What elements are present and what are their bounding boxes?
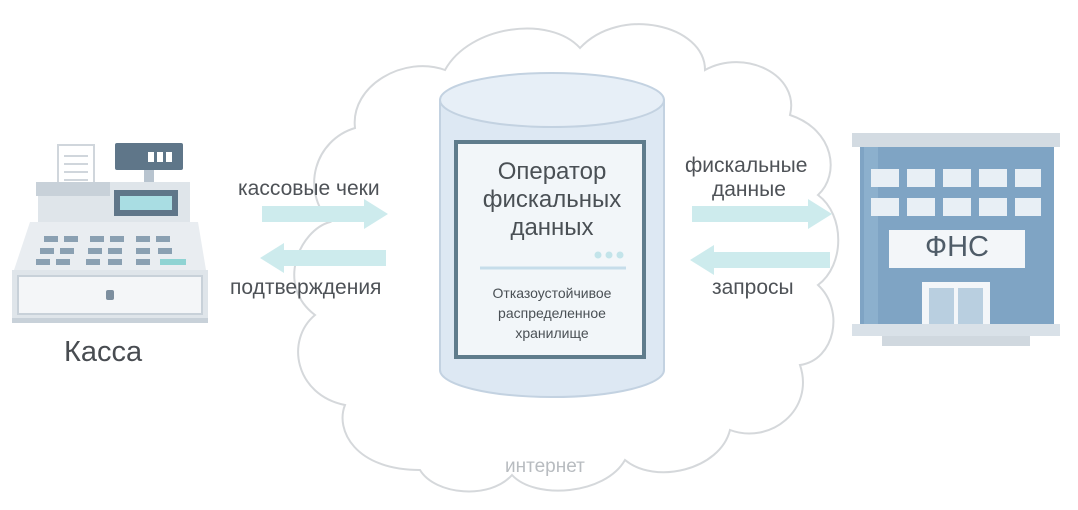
edge-label-kassa-to-ofd: кассовые чеки <box>238 177 380 200</box>
operator-subtitle-line: Отказоустойчивое <box>492 285 612 301</box>
operator-title-line: данных <box>510 214 594 241</box>
edge-label-ofd-to-kassa: подтверждения <box>230 276 382 299</box>
kassa-label: Касса <box>64 336 143 368</box>
fns-building-icon <box>852 133 1060 346</box>
arrow-ofd-to-kassa <box>260 243 386 273</box>
internet-label: интернет <box>505 456 585 477</box>
arrow-kassa-to-ofd <box>262 199 388 229</box>
edge-label-fns-to-ofd: запросы <box>712 276 794 299</box>
fns-label: ФНС <box>925 231 989 263</box>
edge-label-ofd-to-fns-line1: фискальные <box>685 154 808 177</box>
operator-title: Оператор фискальных данных <box>460 158 644 242</box>
operator-panel <box>454 140 646 359</box>
operator-subtitle-line: распределенное <box>498 305 606 321</box>
arrow-fns-to-ofd <box>690 245 830 275</box>
operator-subtitle-line: хранилище <box>515 325 589 341</box>
edge-label-ofd-to-fns-line2: данные <box>712 178 786 201</box>
operator-subtitle: Отказоустойчивое распределенное хранилищ… <box>460 283 644 343</box>
operator-title-line: Оператор <box>497 158 607 185</box>
operator-title-line: фискальных <box>482 186 622 213</box>
arrow-ofd-to-fns <box>692 199 832 229</box>
cash-register-icon <box>12 143 208 323</box>
